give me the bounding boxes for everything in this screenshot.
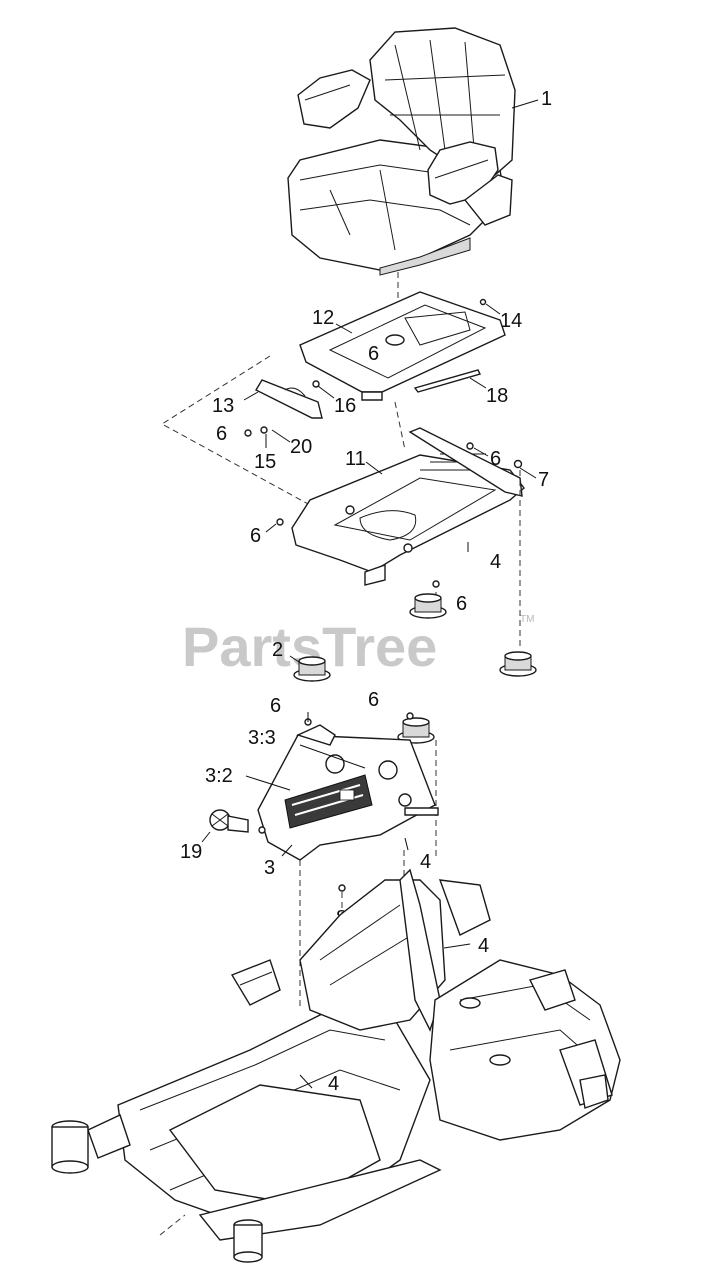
callout-7: 7 [538,469,549,491]
callout-12: 12 [312,307,334,329]
callout-20: 20 [290,436,312,458]
callout-2: 2 [272,639,283,661]
callout-6b: 6 [216,423,227,445]
isolator-mount-right[interactable] [499,651,537,677]
callout-6e: 6 [456,593,467,615]
console-panel-3[interactable] [257,724,439,861]
callout-6c: 6 [490,448,501,470]
callout-4a: 4 [490,551,501,573]
callout-4d: 4 [328,1073,339,1095]
callout-3: 3 [264,857,275,879]
seat-plate-11[interactable] [291,427,525,586]
callout-4c: 4 [478,935,489,957]
seat-plate-12[interactable] [299,291,506,401]
callout-11: 11 [345,448,366,470]
chassis-frame[interactable] [117,868,621,1241]
callout-14: 14 [500,310,522,332]
callout-32: 3:2 [205,765,233,787]
knob-19[interactable] [209,809,249,833]
watermark-trademark: TM [520,614,534,625]
rod-18[interactable] [413,369,482,393]
callout-18: 18 [486,385,508,407]
front-caster-left[interactable] [51,1114,131,1174]
callout-33: 3:3 [248,727,276,749]
callout-15: 15 [254,451,276,473]
bracket-13[interactable] [255,379,323,419]
callout-6d: 6 [250,525,261,547]
callout-4b: 4 [420,851,431,873]
callout-16: 16 [334,395,356,417]
isolator-mount-upper[interactable] [409,580,447,619]
isolator-mount-left[interactable] [293,656,331,682]
callout-1: 1 [541,88,552,110]
callout-6g: 6 [368,689,379,711]
front-caster-right[interactable] [233,1219,263,1263]
isolator-mount-lower[interactable] [397,712,435,744]
callout-19: 19 [180,841,202,863]
seat-part[interactable] [287,27,516,276]
callout-13: 13 [212,395,234,417]
callout-6a: 6 [368,343,379,365]
callout-6f: 6 [270,695,281,717]
